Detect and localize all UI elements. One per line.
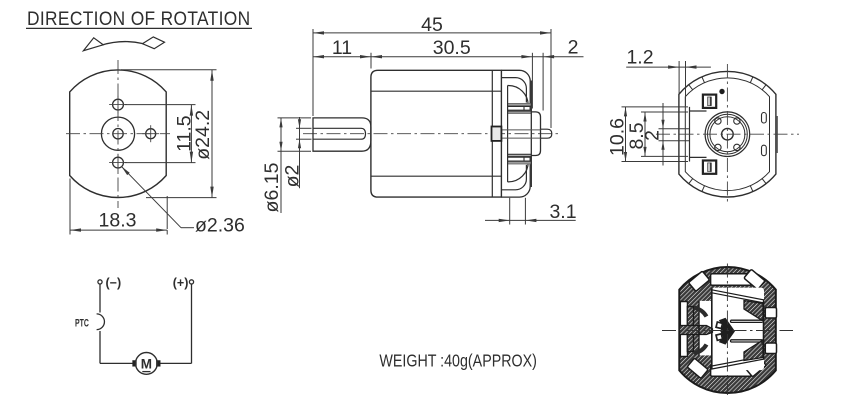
- svg-text:11.5: 11.5: [173, 115, 195, 152]
- svg-text:ø2: ø2: [281, 165, 303, 188]
- svg-text:PTC: PTC: [75, 317, 89, 329]
- svg-text:1.2: 1.2: [626, 47, 653, 69]
- svg-text:WEIGHT :40g(APPROX): WEIGHT :40g(APPROX): [379, 351, 536, 371]
- svg-text:M: M: [141, 356, 152, 371]
- svg-text:8.5: 8.5: [626, 122, 648, 149]
- svg-text:3.1: 3.1: [549, 201, 576, 223]
- svg-text:ø24.2: ø24.2: [192, 110, 214, 160]
- svg-text:DIRECTION OF ROTATION: DIRECTION OF ROTATION: [27, 7, 251, 29]
- svg-text:ø6.15: ø6.15: [261, 162, 283, 212]
- svg-text:ø2.36: ø2.36: [195, 215, 245, 237]
- svg-text:11: 11: [332, 37, 352, 59]
- svg-text:(+): (+): [173, 276, 189, 290]
- svg-text:45: 45: [421, 14, 443, 36]
- svg-text:(−): (−): [106, 276, 122, 290]
- svg-text:10.6: 10.6: [606, 118, 628, 156]
- svg-text:2: 2: [568, 36, 579, 58]
- svg-text:18.3: 18.3: [99, 209, 137, 231]
- svg-text:2: 2: [641, 130, 663, 141]
- svg-text:30.5: 30.5: [433, 37, 471, 59]
